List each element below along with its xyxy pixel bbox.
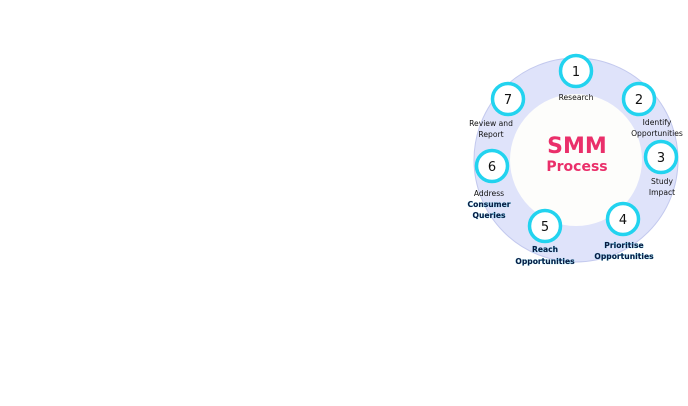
step-3: 3 Study Impact bbox=[643, 139, 679, 197]
step-5: 5 Reach Opportunities bbox=[515, 208, 575, 266]
step-4: 4 Prioritise Opportunities bbox=[594, 201, 654, 261]
step-2-label-line-1: Identify bbox=[643, 118, 672, 127]
step-7-label-line-1: Review and bbox=[469, 119, 513, 128]
step-7-node bbox=[490, 81, 526, 117]
inner-circle bbox=[510, 94, 642, 226]
step-2: 2 Identify Opportunities bbox=[621, 81, 683, 138]
step-1-number: 1 bbox=[572, 65, 580, 80]
step-6-node bbox=[474, 148, 510, 184]
step-6-label-line-1: Address bbox=[474, 189, 504, 198]
step-5-label-line-2: Opportunities bbox=[515, 257, 575, 266]
step-2-label-line-2: Opportunities bbox=[631, 129, 683, 138]
step-5-number: 5 bbox=[541, 220, 549, 235]
step-4-number: 4 bbox=[619, 213, 627, 228]
step-5-node bbox=[527, 208, 563, 244]
step-1-label: Research bbox=[559, 93, 594, 102]
step-7: 7 Review and Report bbox=[469, 81, 526, 139]
step-6-label-line-2: Consumer bbox=[468, 200, 511, 209]
step-6-number: 6 bbox=[488, 160, 496, 175]
step-7-label-line-2: Report bbox=[478, 130, 503, 139]
step-6: 6 Address Consumer Queries bbox=[467, 148, 511, 220]
step-2-node bbox=[621, 81, 657, 117]
step-1-node bbox=[558, 53, 594, 89]
step-6-label-line-3: Queries bbox=[472, 211, 506, 220]
step-7-number: 7 bbox=[504, 93, 512, 108]
step-1: 1 Research bbox=[558, 53, 594, 102]
center-title-process: Process bbox=[546, 159, 607, 175]
step-4-node bbox=[605, 201, 641, 237]
step-3-label-line-2: Impact bbox=[649, 188, 675, 197]
step-4-label-line-1: Prioritise bbox=[604, 241, 643, 250]
step-2-number: 2 bbox=[635, 93, 643, 108]
step-5-label-line-1: Reach bbox=[532, 245, 558, 254]
step-3-node bbox=[643, 139, 679, 175]
center-title-smm: SMM bbox=[547, 134, 607, 159]
step-3-label-line-1: Study bbox=[651, 177, 673, 186]
step-3-number: 3 bbox=[657, 151, 665, 166]
step-4-label-line-2: Opportunities bbox=[594, 252, 654, 261]
